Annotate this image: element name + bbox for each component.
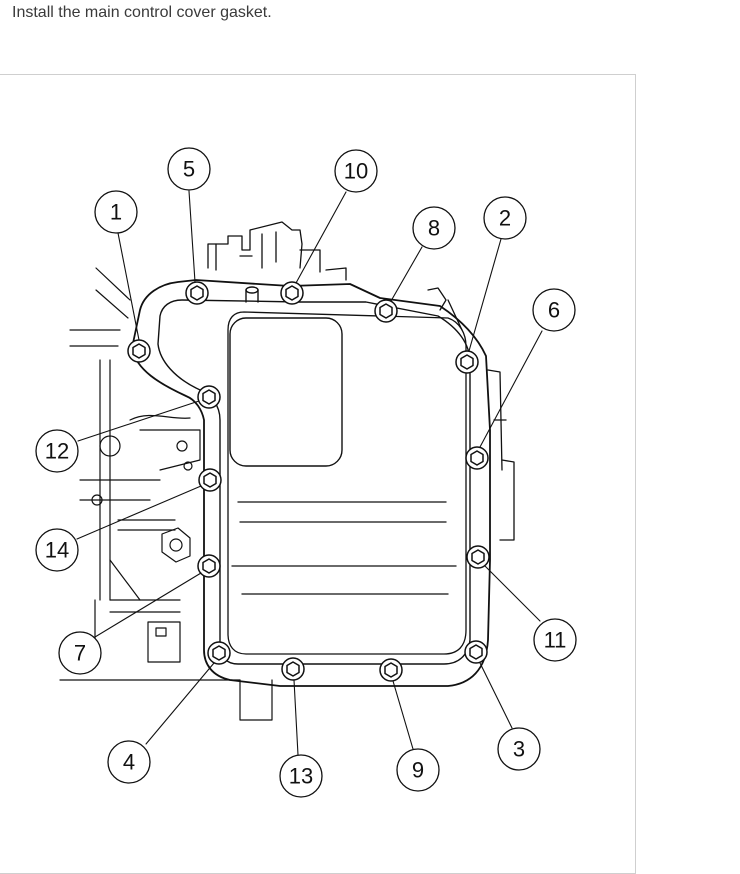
bolt-10 (280, 281, 304, 305)
callout-circles (35, 147, 577, 798)
leader-lines (76, 190, 543, 756)
leader-7 (94, 572, 202, 638)
bolt-8 (374, 299, 398, 323)
breather-tube-icon (245, 286, 259, 303)
callout-6: 6 (548, 298, 560, 323)
leader-4 (145, 662, 215, 745)
leader-13 (293, 679, 299, 756)
leader-6 (479, 330, 543, 448)
leader-10 (295, 191, 347, 284)
bolt-1 (127, 339, 151, 363)
callout-3: 3 (513, 737, 525, 762)
callout-2: 2 (499, 206, 511, 231)
callout-12: 12 (45, 439, 69, 464)
bolt-11 (466, 545, 490, 569)
callout-4: 4 (123, 750, 135, 775)
bolt-2 (455, 350, 479, 374)
callout-1: 1 (110, 200, 122, 225)
bolt-5 (185, 281, 209, 305)
callout-14: 14 (45, 538, 69, 563)
gasket-outer-outline (131, 279, 491, 687)
callout-10: 10 (344, 159, 368, 184)
instruction-text: Install the main control cover gasket. (12, 4, 272, 21)
callout-7: 7 (74, 641, 86, 666)
bolt-7 (197, 554, 221, 578)
hex-nut-icon (161, 527, 191, 563)
leader-1 (117, 232, 140, 341)
callout-5: 5 (183, 157, 195, 182)
valve-body-top (207, 221, 515, 541)
cover-panel (227, 311, 467, 655)
leader-8 (390, 246, 423, 302)
callout-8: 8 (428, 216, 440, 241)
leader-3 (479, 662, 513, 729)
bolt-12 (197, 385, 221, 409)
bolt-4 (207, 641, 231, 665)
leader-9 (392, 680, 414, 750)
housing-background (59, 267, 273, 721)
leader-11 (484, 565, 541, 622)
bolts (127, 281, 490, 682)
filter-window (229, 317, 343, 467)
bolt-6 (465, 446, 489, 470)
bolt-3 (464, 640, 488, 664)
leader-2 (468, 238, 502, 352)
bolt-13 (281, 657, 305, 681)
leader-14 (76, 485, 202, 540)
bolt-14 (198, 468, 222, 492)
callout-labels: 1 2 3 4 5 6 7 8 9 10 11 12 13 14 (45, 157, 567, 789)
callout-11: 11 (544, 628, 567, 653)
leader-5 (188, 190, 196, 283)
callout-13: 13 (289, 764, 313, 789)
callout-9: 9 (412, 758, 424, 783)
gasket-inner-outline (157, 299, 471, 665)
panel-ribs (231, 501, 457, 595)
leader-12 (77, 400, 200, 442)
bolt-9 (379, 658, 403, 682)
